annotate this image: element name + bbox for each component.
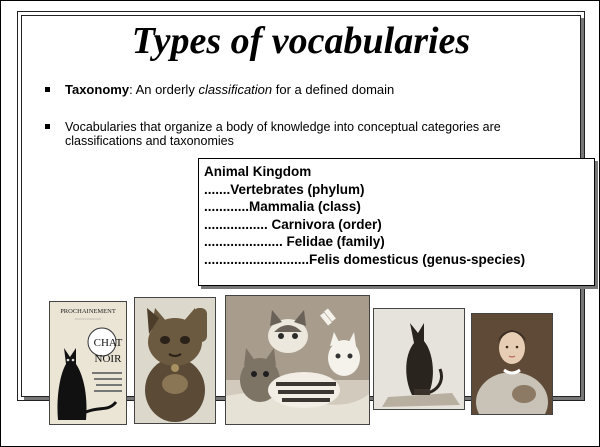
poster-text-prochainement: PROCHAINEMENT [60,308,116,315]
bullet-square-icon [45,87,50,92]
bullet-text: Vocabularies that organize a body of kno… [65,120,501,148]
cats-painting-image [225,295,370,425]
lucky-cat-figurine-image [134,297,216,424]
poster-text-noir: NOIR [95,353,123,365]
bullet-emphasis: classification [198,82,273,97]
taxonomy-line-genus-species: ............................Felis domest… [204,251,526,267]
bullet-square-icon [45,124,50,129]
bullet-taxonomy: Taxonomy: An orderly classification for … [45,83,575,97]
svg-text:~~~~~~~~~~~~~~: ~~~~~~~~~~~~~~ [75,317,102,321]
taxonomy-line-family: ..................... Felidae (family) [204,234,385,249]
taxonomy-line-phylum: .......Vertebrates (phylum) [204,181,365,197]
bullet-term: Taxonomy [65,82,130,97]
bullet-vocabularies: Vocabularies that organize a body of kno… [45,120,575,148]
bullet-text: Taxonomy: An orderly classification for … [45,83,575,97]
taxonomy-line-order: ................. Carnivora (order) [204,216,382,232]
chat-noir-poster-image: PROCHAINEMENT ~~~~~~~~~~~~~~ CHAT NOIR [49,301,127,425]
slide-title: Types of vocabularies [131,20,471,62]
bullet-text-part: : An orderly [129,82,199,97]
egyptian-cat-statue-image [373,308,465,410]
bullet-text-part: for a defined domain [272,82,395,97]
poster-text-chat: CHAT [94,337,123,349]
taxonomy-box: Animal Kingdom .......Vertebrates (phylu… [198,158,595,286]
taxonomy-line-class: ............Mammalia (class) [204,199,361,214]
woman-portrait-image [471,313,553,415]
taxonomy-line-kingdom: Animal Kingdom [204,164,312,179]
